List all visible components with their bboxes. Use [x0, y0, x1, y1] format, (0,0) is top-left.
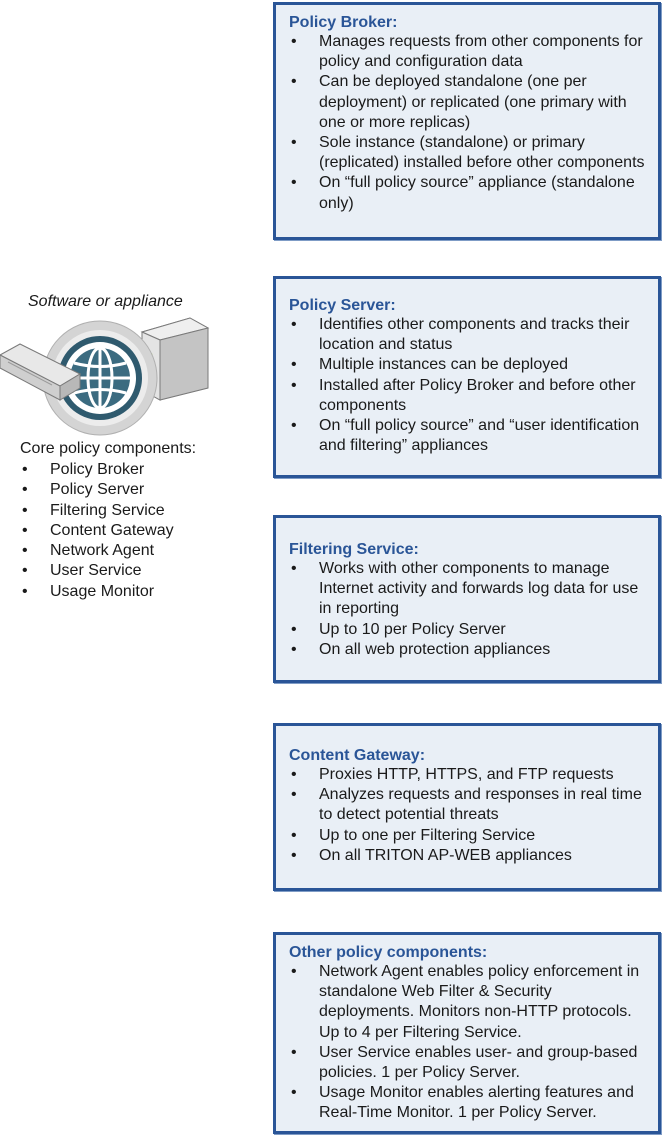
list-item: Filtering Service: [20, 501, 174, 522]
list-item: Installed after Policy Broker and before…: [289, 376, 648, 416]
list-item: On all web protection appliances: [289, 640, 648, 660]
list-item: On “full policy source” and “user identi…: [289, 416, 648, 456]
list-item: Policy Server: [20, 480, 174, 501]
box-title: Other policy components:: [289, 944, 488, 961]
filtering-service-box: Filtering Service: Works with other comp…: [273, 515, 661, 683]
policy-broker-box: Policy Broker: Manages requests from oth…: [273, 2, 661, 240]
core-components-title: Core policy components:: [20, 440, 197, 457]
globe-icon: [42, 320, 158, 436]
list-item: Proxies HTTP, HTTPS, and FTP requests: [289, 765, 648, 785]
server-appliance-illustration: [0, 317, 210, 436]
box-title: Content Gateway:: [289, 747, 426, 764]
illustration-caption: Software or appliance: [28, 293, 183, 310]
list-item: Sole instance (standalone) or primary (r…: [289, 133, 648, 173]
list-item: Usage Monitor enables alerting features …: [289, 1083, 648, 1123]
list-item: Policy Broker: [20, 460, 174, 481]
box-title: Filtering Service:: [289, 541, 419, 558]
list-item: Up to 10 per Policy Server: [289, 620, 648, 640]
policy-server-box: Policy Server: Identifies other componen…: [273, 276, 661, 478]
list-item: On all TRITON AP-WEB appliances: [289, 846, 648, 866]
list-item: Up to one per Filtering Service: [289, 826, 648, 846]
core-components-list: Policy Broker Policy Server Filtering Se…: [20, 460, 174, 602]
list-item: Network Agent enables policy enforcement…: [289, 962, 648, 1043]
list-item: Manages requests from other components f…: [289, 32, 648, 72]
content-gateway-box: Content Gateway: Proxies HTTP, HTTPS, an…: [273, 723, 661, 891]
list-item: On “full policy source” appliance (stand…: [289, 173, 648, 213]
box-title: Policy Broker:: [289, 14, 398, 31]
other-policy-components-box: Other policy components: Network Agent e…: [273, 932, 661, 1134]
list-item: Usage Monitor: [20, 582, 174, 603]
list-item: Content Gateway: [20, 521, 174, 542]
list-item: Works with other components to manage In…: [289, 559, 648, 620]
list-item: Multiple instances can be deployed: [289, 355, 648, 375]
list-item: Can be deployed standalone (one per depl…: [289, 72, 648, 133]
list-item: User Service enables user- and group-bas…: [289, 1043, 648, 1083]
list-item: Analyzes requests and responses in real …: [289, 785, 648, 825]
list-item: User Service: [20, 561, 174, 582]
list-item: Network Agent: [20, 541, 174, 562]
rack-appliance-icon: [0, 343, 82, 401]
box-title: Policy Server:: [289, 297, 396, 314]
list-item: Identifies other components and tracks t…: [289, 315, 648, 355]
